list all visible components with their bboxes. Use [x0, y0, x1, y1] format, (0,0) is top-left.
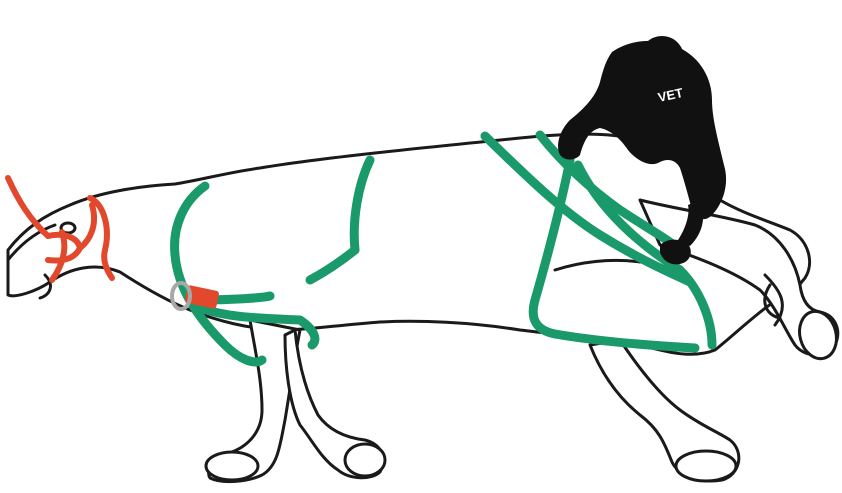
- lead-rope: [8, 178, 48, 236]
- horse-rear-hoof-1: [676, 451, 736, 481]
- horse-front-hoof-1: [206, 452, 258, 480]
- horse-front-hoof-2: [345, 444, 385, 476]
- vet-head: [640, 36, 684, 80]
